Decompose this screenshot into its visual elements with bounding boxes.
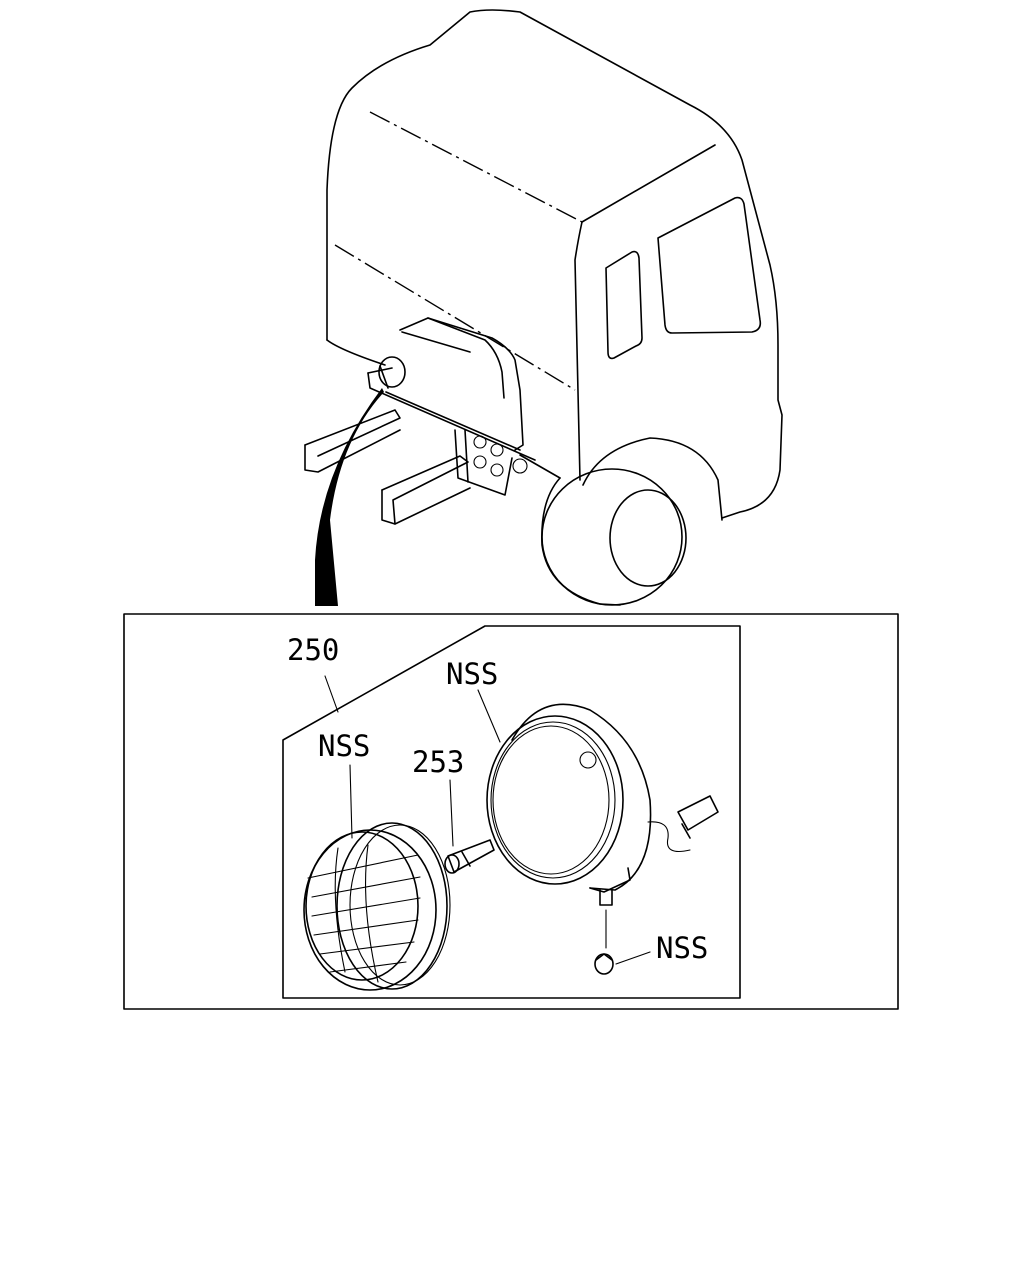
callout-bulb-253: 253	[412, 745, 464, 779]
lamp-lens-grille	[303, 822, 451, 991]
detail-frame	[123, 613, 899, 1010]
callout-assembly-250: 250	[287, 633, 339, 667]
mounting-nut	[594, 909, 614, 975]
callout-housing-nss: NSS	[446, 657, 498, 691]
lamp-bulb	[444, 839, 495, 874]
truck-cab-illustration	[304, 9, 783, 606]
callout-lens-nss: NSS	[318, 729, 370, 763]
callout-nut-nss: NSS	[656, 931, 708, 965]
detail-pointer	[315, 388, 384, 606]
lamp-housing	[486, 703, 719, 906]
callout-leaders	[324, 675, 651, 965]
